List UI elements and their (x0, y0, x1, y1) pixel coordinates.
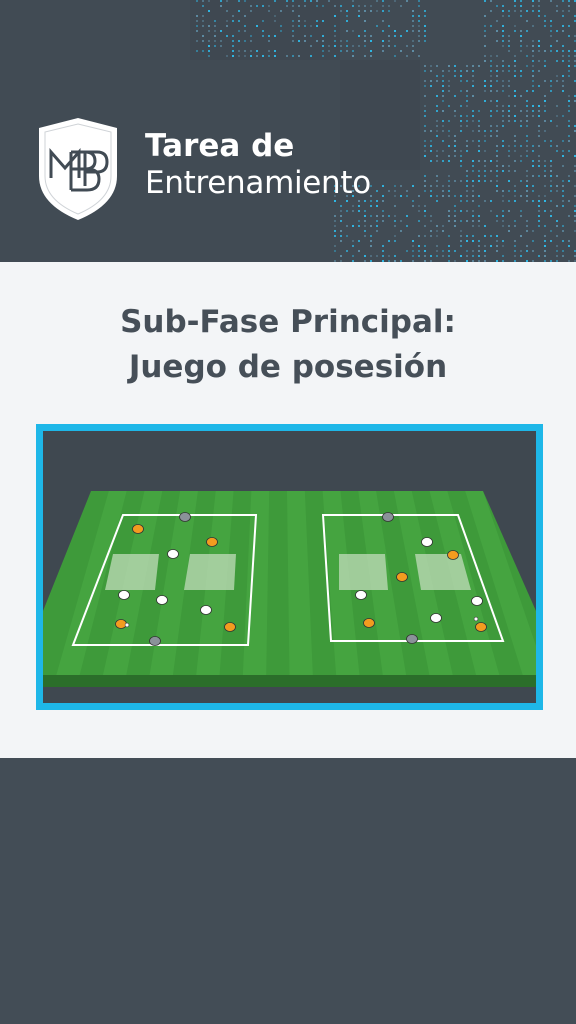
white-player-marker (167, 549, 179, 559)
orange-player-marker (224, 622, 236, 632)
neutral-player-marker (382, 512, 394, 522)
white-player-marker (430, 613, 442, 623)
subtitle-line1: Sub-Fase Principal: (120, 304, 456, 340)
orange-player-marker (206, 537, 218, 547)
field-svg (43, 491, 536, 687)
training-field-diagram (36, 424, 543, 710)
orange-player-marker (447, 550, 459, 560)
white-player-marker (421, 537, 433, 547)
neutral-player-marker (406, 634, 418, 644)
right-zone (321, 514, 505, 642)
white-player-marker (471, 596, 483, 606)
neutral-player-marker (149, 636, 161, 646)
mbp-shield-logo (39, 118, 117, 220)
header-title: Tarea de Entrenamiento (145, 128, 371, 202)
subtitle-line2: Juego de posesión (128, 349, 448, 385)
white-player-marker (156, 595, 168, 605)
ball-icon (473, 616, 479, 622)
white-player-marker (118, 590, 130, 600)
neutral-player-marker (179, 512, 191, 522)
header-title-line2: Entrenamiento (145, 165, 371, 201)
orange-player-marker (132, 524, 144, 534)
right-zone-square-1 (339, 554, 388, 590)
ball-icon (124, 622, 130, 628)
left-zone (71, 514, 258, 646)
page-subtitle: Sub-Fase Principal: Juego de posesión (0, 300, 576, 390)
orange-player-marker (363, 618, 375, 628)
decorative-dot-pattern (190, 0, 576, 262)
orange-player-marker (115, 619, 127, 629)
pitch-edge (43, 675, 536, 687)
right-zone-square-2 (415, 554, 471, 590)
left-zone-square-1 (105, 554, 159, 590)
white-player-marker (355, 590, 367, 600)
header-banner: Tarea de Entrenamiento (0, 0, 576, 262)
footer-area (0, 758, 576, 1024)
orange-player-marker (396, 572, 408, 582)
orange-player-marker (475, 622, 487, 632)
header-title-line1: Tarea de (145, 128, 295, 164)
left-zone-square-2 (184, 554, 236, 590)
white-player-marker (200, 605, 212, 615)
